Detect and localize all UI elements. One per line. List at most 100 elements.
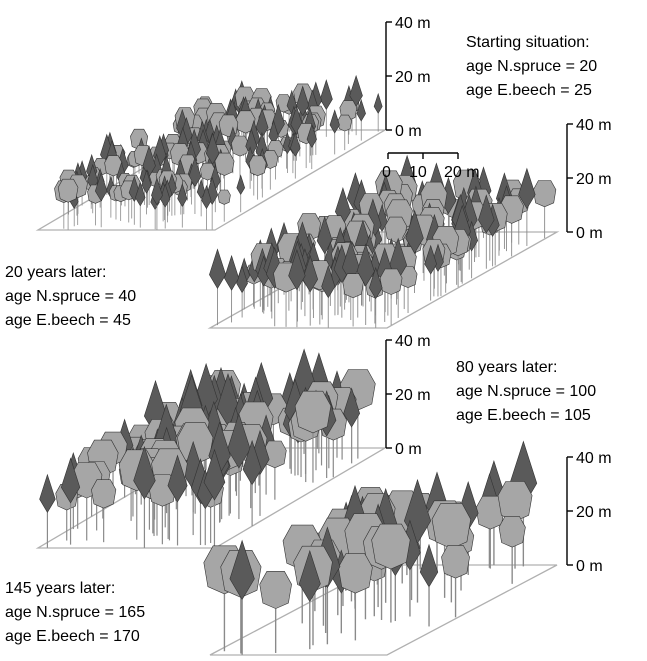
scale-plus20-mid: 20 m (576, 171, 612, 188)
beech-crown (199, 162, 216, 181)
spruce-crown (296, 85, 310, 117)
scale-plus145-mid: 20 m (576, 504, 612, 521)
spruce-tree (306, 123, 317, 170)
beech-crown (338, 553, 373, 594)
vertical-scale-plus80 (385, 339, 392, 449)
spruce-crown (227, 412, 251, 469)
spruce-tree (319, 79, 333, 137)
spruce-tree (373, 92, 383, 132)
beech-tree (342, 273, 364, 327)
beech-crown (231, 135, 249, 157)
horizontal-scale-20: 20 m (444, 164, 480, 181)
scale-plus20-top: 40 m (576, 117, 612, 134)
spruce-tree (227, 412, 251, 520)
spruce-tree (302, 254, 319, 326)
spruce-crown (373, 92, 383, 114)
spruce-tree (321, 264, 336, 328)
spruce-crown (316, 216, 333, 255)
scale-plus145-top: 40 m (576, 450, 612, 467)
spruce-crown (236, 174, 246, 195)
beech-tree (533, 180, 557, 239)
scale-plus80-bot: 0 m (395, 441, 422, 458)
stage-label-plus80: 80 years later: age N.spruce = 100 age E… (456, 358, 596, 426)
spruce-crown (201, 184, 212, 210)
stage-plus145-spruce: age N.spruce = 165 (5, 604, 146, 621)
beech-crown (371, 523, 411, 570)
stage-label-start: Starting situation: age N.spruce = 20 ag… (466, 33, 597, 101)
spruce-crown (188, 156, 202, 188)
beech-tree (379, 268, 403, 326)
spruce-crown (306, 123, 317, 149)
beech-tree (371, 523, 411, 623)
beech-crown (497, 481, 533, 522)
beech-crown (177, 422, 214, 465)
beech-crown (214, 152, 235, 176)
spruce-tree (356, 243, 375, 326)
horizontal-scale-0: 0 (382, 164, 391, 181)
scale-plus80-top: 40 m (395, 333, 431, 350)
spruce-tree (133, 445, 156, 548)
spruce-tree (177, 183, 188, 228)
spruce-crown (518, 167, 536, 210)
vertical-scale-start (385, 21, 392, 131)
spruce-tree (201, 184, 212, 230)
spruce-tree (94, 171, 108, 228)
beech-crown (104, 155, 123, 177)
spruce-tree (343, 387, 361, 464)
spruce-crown (356, 98, 366, 122)
spruce-crown (419, 543, 439, 588)
beech-tree (337, 114, 352, 151)
spruce-crown (135, 181, 146, 207)
stage-start-beech: age E.beech = 25 (466, 82, 592, 99)
spruce-tree (242, 439, 262, 527)
stage-plus20-title: 20 years later: (5, 264, 107, 281)
stage-label-plus145: 145 years later: age N.spruce = 165 age … (5, 579, 145, 647)
beech-crown (91, 479, 117, 509)
horizontal-scale-10: 10 (409, 164, 427, 181)
spruce-crown (319, 79, 333, 110)
spruce-crown (356, 243, 375, 287)
spruce-crown (60, 457, 81, 504)
spruce-crown (133, 445, 156, 500)
beech-tree (259, 570, 292, 653)
beech-tree (248, 155, 267, 200)
beech-tree (338, 553, 373, 641)
spruce-crown (224, 254, 240, 291)
spruce-crown (424, 244, 437, 275)
beech-crown (294, 390, 332, 434)
stage-plus80-beech: age E.beech = 105 (456, 407, 591, 424)
spruce-tree (288, 249, 306, 328)
beech-tree (91, 479, 117, 543)
spruce-tree (39, 473, 56, 548)
spruce-crown (151, 177, 163, 206)
scale-start-bot: 0 m (395, 123, 422, 140)
stage-plus20-beech: age E.beech = 45 (5, 312, 131, 329)
scale-start-mid: 20 m (395, 69, 431, 86)
scale-plus145-bot: 0 m (576, 558, 603, 575)
beech-tree (275, 94, 292, 134)
beech-crown (217, 189, 231, 205)
stage-plus80-spruce: age N.spruce = 100 (456, 383, 597, 400)
spruce-tree (368, 266, 383, 328)
spruce-crown (343, 387, 361, 428)
spruce-tree (236, 174, 246, 213)
beech-tree (294, 390, 332, 483)
beech-crown (533, 180, 557, 208)
stage-plus145-beech: age E.beech = 170 (5, 628, 140, 645)
spruce-tree (478, 194, 495, 269)
spruce-tree (356, 98, 366, 141)
stage-plus80-title: 80 years later: (456, 359, 558, 376)
scale-plus20-bot: 0 m (576, 225, 603, 242)
spruce-crown (177, 183, 188, 208)
spruce-tree (290, 131, 301, 179)
spruce-tree (135, 181, 146, 228)
spruce-tree (229, 539, 255, 655)
stage-label-plus20: 20 years later: age N.spruce = 40 age E.… (5, 263, 136, 331)
spruce-tree (151, 177, 163, 230)
spruce-crown (302, 254, 319, 293)
spruce-tree (298, 549, 321, 650)
spruce-crown (329, 109, 340, 134)
spruce-tree (224, 254, 240, 323)
beech-crown (337, 114, 352, 132)
